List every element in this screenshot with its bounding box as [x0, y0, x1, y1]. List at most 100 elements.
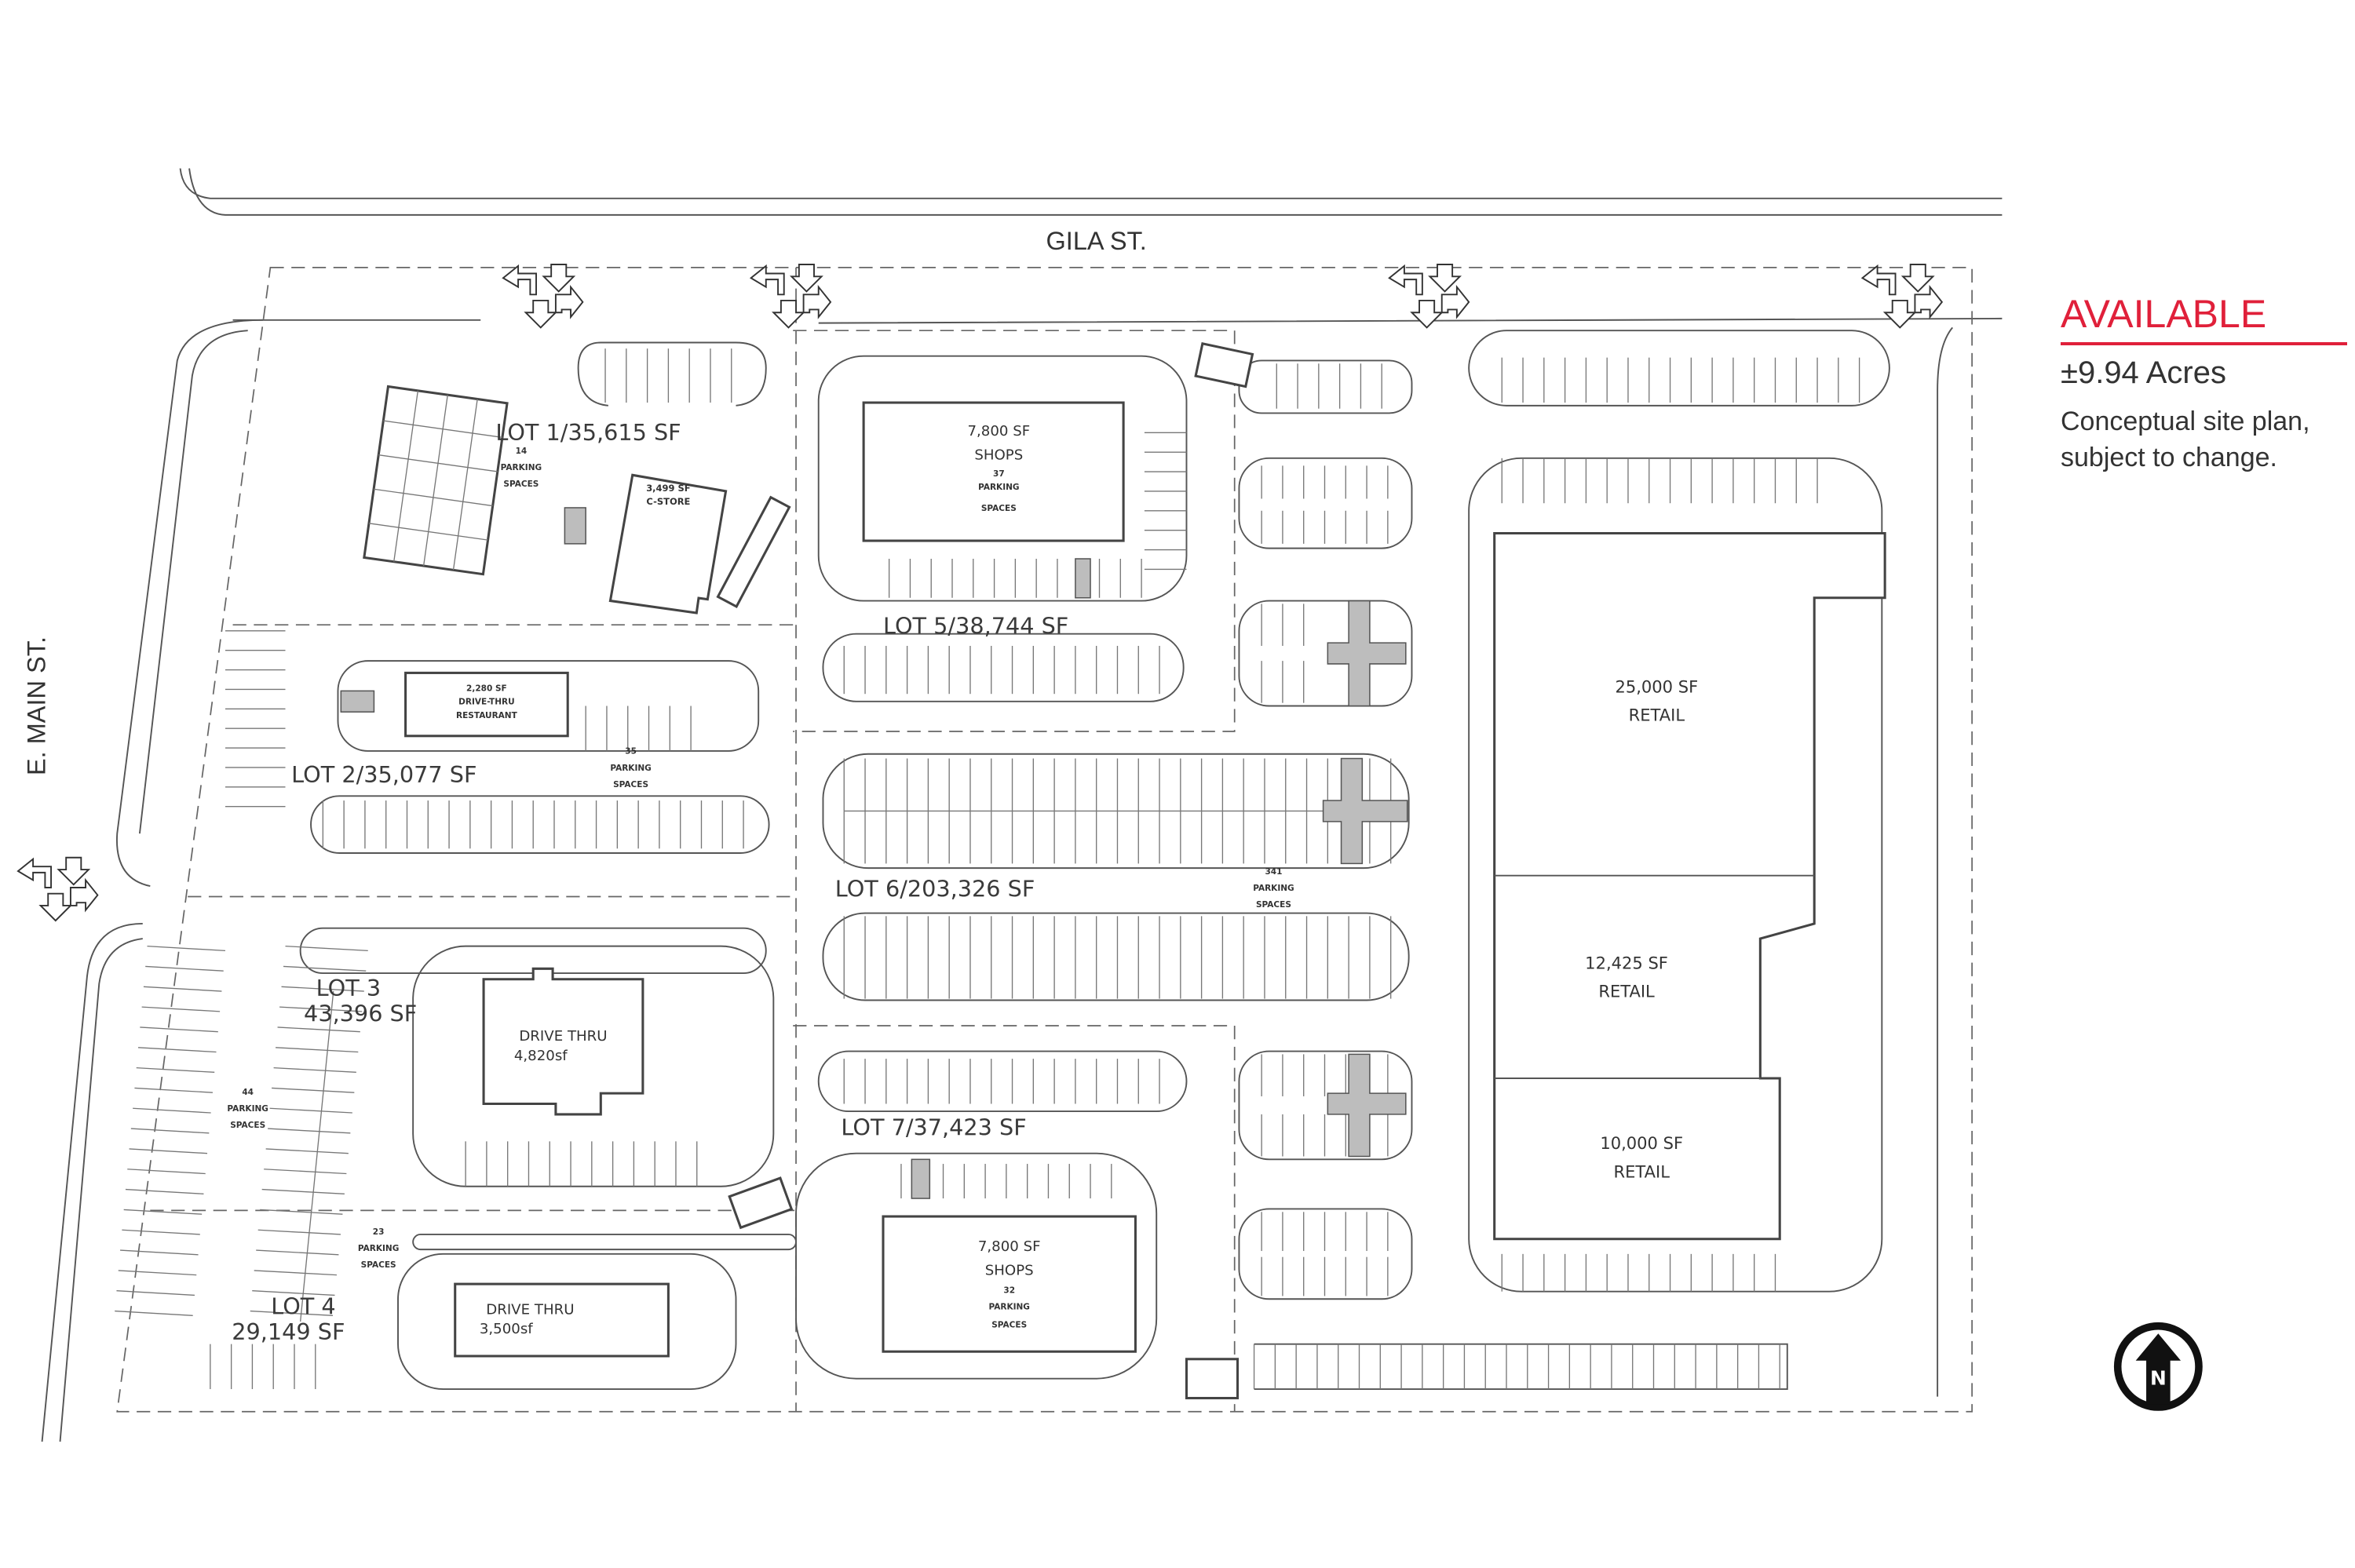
parking-stall-line [115, 1310, 193, 1316]
parking-stall-line [273, 1067, 356, 1074]
building-shops-lot-5: 7,800 SF SHOPS 37 PARKING SPACES [862, 401, 1125, 542]
access-arrows [16, 264, 1944, 922]
svg-text:RETAIL: RETAIL [1629, 706, 1685, 725]
parking-stall-line [281, 986, 364, 992]
svg-text:RETAIL: RETAIL [1598, 982, 1655, 1001]
gila-street-label: GILA ST. [1046, 227, 1147, 255]
parking-stall-line [256, 1249, 339, 1256]
parking-stall-line [257, 1229, 341, 1235]
trash-enclosure [1185, 1358, 1240, 1400]
note-line-2: subject to change. [2061, 443, 2277, 472]
parking-stalls [115, 348, 1860, 1390]
building-c-store: 3,499 SF C-STORE [608, 473, 728, 614]
svg-text:PARKING: PARKING [501, 463, 542, 472]
svg-text:SPACES: SPACES [1256, 900, 1291, 910]
acreage: ±9.94 Acres [2061, 356, 2226, 390]
svg-text:341: 341 [1265, 867, 1282, 877]
parking-stall-line [118, 1270, 197, 1276]
parking-stall-line [272, 1087, 355, 1093]
lot-4-label: LOT 4 [271, 1293, 335, 1319]
svg-text:C-STORE: C-STORE [646, 496, 690, 507]
parking-stall-line [268, 1128, 351, 1134]
svg-text:SHOPS: SHOPS [985, 1263, 1034, 1279]
lot-6-label: LOT 6/203,326 SF [835, 875, 1035, 902]
parking-stall-line [254, 1270, 337, 1276]
gila-inner-curb [232, 317, 2003, 1397]
main-street-curb-north [116, 319, 263, 888]
parking-count-labels: 14 PARKING SPACES 35 PARKING SPACES 44 P… [227, 447, 1294, 1270]
parking-stall-line [133, 1107, 211, 1114]
parking-stall-line [265, 1148, 349, 1154]
svg-text:SHOPS: SHOPS [974, 447, 1023, 464]
lot-3-area: 43,396 SF [304, 1000, 417, 1026]
svg-text:SPACES: SPACES [361, 1260, 396, 1270]
parking-stall-line [127, 1169, 206, 1175]
parking-stall-line [283, 965, 367, 972]
svg-text:4,820sf: 4,820sf [514, 1048, 568, 1064]
svg-text:PARKING: PARKING [978, 483, 1019, 492]
building-drive-thru-restaurant: 2,280 SF DRIVE-THRU RESTAURANT [404, 671, 569, 738]
turn-arrow-icon [16, 856, 99, 922]
svg-text:7,800 SF: 7,800 SF [978, 1238, 1041, 1255]
parking-stall-line [129, 1148, 208, 1154]
parking-stall-line [122, 1229, 200, 1235]
turn-arrow-icon [749, 264, 832, 329]
parking-stall-line [279, 1006, 363, 1012]
fuel-canopy [363, 385, 509, 576]
parking-stall-line [123, 1209, 203, 1215]
north-arrow-icon: N [2113, 1322, 2203, 1411]
svg-text:37: 37 [993, 469, 1005, 479]
parking-stall-line [285, 945, 368, 952]
trash-enclosure [728, 1176, 794, 1230]
parking-stall-line [261, 1188, 345, 1194]
svg-text:SPACES: SPACES [613, 780, 648, 789]
main-street-label: E. MAIN ST. [22, 636, 50, 775]
parking-stall-line [260, 1209, 343, 1215]
building-drive-thru-lot-4: DRIVE THRU 3,500sf [454, 1282, 670, 1358]
lot-7-label: LOT 7/37,423 SF [841, 1114, 1026, 1141]
trash-enclosure [1194, 342, 1254, 388]
accent-rule [2061, 342, 2347, 345]
svg-text:DRIVE THRU: DRIVE THRU [519, 1028, 607, 1045]
parking-stall-line [137, 1047, 217, 1053]
lot-1-label: LOT 1/35,615 SF [495, 419, 681, 446]
parking-stall-line [141, 1006, 221, 1012]
svg-text:N: N [2150, 1366, 2167, 1389]
availability-status: AVAILABLE [2061, 292, 2267, 336]
parking-stall-line [276, 1047, 359, 1053]
svg-text:7,800 SF: 7,800 SF [967, 423, 1030, 439]
svg-text:44: 44 [242, 1088, 254, 1097]
pedestrian-crossings [340, 507, 1408, 1199]
parking-stall-line [145, 965, 224, 972]
svg-text:PARKING: PARKING [610, 764, 651, 773]
svg-text:23: 23 [373, 1227, 385, 1237]
svg-text:32: 32 [1003, 1286, 1015, 1296]
svg-text:PARKING: PARKING [358, 1244, 399, 1253]
gila-street-curb [179, 168, 2003, 216]
lot-5-label: LOT 5/38,744 SF [883, 613, 1068, 640]
main-street-curb-south [41, 922, 143, 1442]
parking-stall-line [147, 945, 226, 952]
svg-text:RESTAURANT: RESTAURANT [456, 711, 518, 720]
note-line-1: Conceptual site plan, [2061, 407, 2310, 436]
parking-stall-line [143, 986, 222, 992]
parking-stall-line [136, 1067, 215, 1074]
svg-text:DRIVE THRU: DRIVE THRU [486, 1301, 574, 1318]
parking-stall-line [125, 1188, 204, 1194]
svg-text:SPACES: SPACES [991, 1321, 1027, 1330]
turn-arrow-icon [502, 264, 584, 329]
building-shops-lot-7: 7,800 SF SHOPS 32 PARKING SPACES [882, 1215, 1137, 1353]
svg-text:DRIVE-THRU: DRIVE-THRU [458, 698, 515, 707]
parking-stall-line [250, 1310, 334, 1316]
svg-text:3,500sf: 3,500sf [480, 1321, 533, 1337]
parking-stall-line [269, 1107, 352, 1114]
parking-stall-line [299, 990, 334, 1322]
svg-text:10,000 SF: 10,000 SF [1600, 1133, 1683, 1153]
svg-text:SPACES: SPACES [230, 1121, 265, 1130]
svg-text:SPACES: SPACES [981, 504, 1017, 513]
svg-text:3,499 SF: 3,499 SF [646, 483, 690, 494]
svg-text:PARKING: PARKING [227, 1104, 268, 1114]
svg-text:2,280 SF: 2,280 SF [466, 684, 507, 693]
svg-text:RETAIL: RETAIL [1613, 1161, 1670, 1181]
svg-text:25,000 SF: 25,000 SF [1615, 676, 1698, 696]
